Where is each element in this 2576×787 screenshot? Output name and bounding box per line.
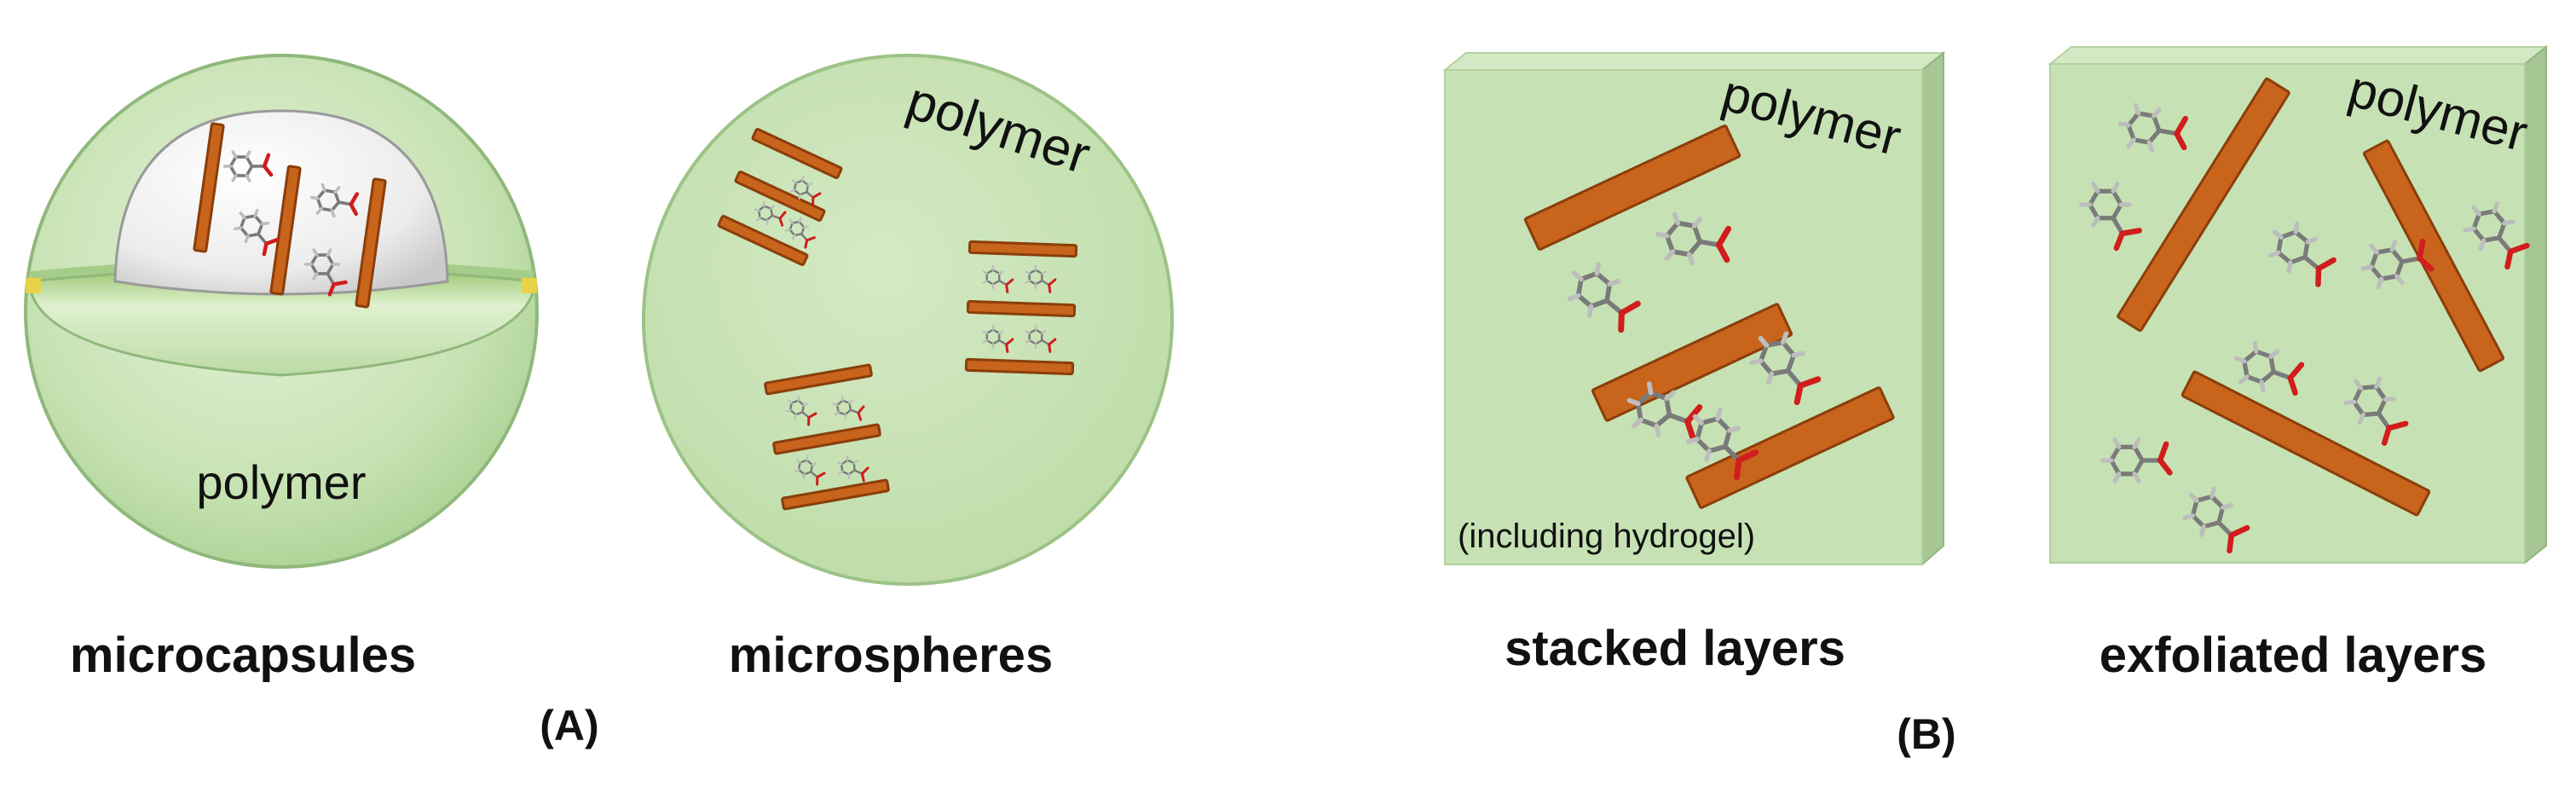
clay-layer	[734, 171, 826, 222]
drug-molecule	[2463, 200, 2530, 270]
drug-molecule	[233, 208, 280, 257]
drug-molecule	[303, 248, 348, 297]
clay-layer	[1591, 303, 1793, 422]
rim-highlight-right	[522, 278, 537, 293]
core-clay-sheets	[193, 122, 387, 309]
core-molecules	[222, 150, 360, 297]
stacked-block-top	[1442, 52, 1946, 71]
drug-molecule	[1626, 381, 1703, 441]
drug-molecule	[2360, 238, 2434, 290]
drug-molecule	[1685, 407, 1759, 480]
stacked-block-side	[1921, 50, 1944, 567]
sphere-molecules	[754, 175, 1057, 486]
drug-molecule	[982, 264, 1014, 293]
drug-molecule	[784, 217, 816, 249]
drug-molecule	[2267, 221, 2336, 287]
drug-molecule	[1655, 211, 1732, 266]
clay-layer	[751, 128, 843, 179]
clay-layer	[764, 363, 873, 396]
drug-molecule	[2233, 340, 2305, 396]
drug-molecule	[982, 324, 1014, 353]
drug-molecule	[789, 175, 822, 206]
microcapsules-caption: microcapsules	[70, 628, 416, 683]
stacked-block: polymer (including hydrogel)	[1442, 50, 1946, 567]
clay-layer	[1523, 124, 1741, 251]
clay-layer	[2117, 77, 2290, 333]
drug-molecule	[309, 182, 360, 218]
clay-layer	[964, 357, 1075, 376]
microsphere-illustration: polymer	[642, 54, 1174, 586]
drug-molecule	[2079, 181, 2142, 252]
drug-molecule	[794, 454, 826, 486]
exfoliated-block: polymer	[2048, 44, 2549, 565]
stacked-molecules	[1567, 211, 1822, 480]
microcapsule-polymer-label: polymer	[196, 455, 366, 509]
drug-molecule	[836, 454, 869, 483]
drug-molecule	[2182, 486, 2250, 554]
drug-molecule	[1025, 324, 1057, 353]
exfoliated-block-top	[2048, 46, 2549, 65]
drug-molecule	[2117, 102, 2189, 153]
clay-layer	[717, 215, 809, 266]
clay-layer	[781, 478, 890, 511]
panel-b-label: (B)	[1897, 710, 1955, 758]
clay-layer	[2180, 370, 2431, 517]
stacked-layers-caption: stacked layers	[1505, 621, 1845, 676]
rim-highlight-left	[26, 278, 41, 293]
sphere-clay-stacks	[717, 128, 1078, 511]
microspheres-caption: microspheres	[729, 628, 1053, 683]
panel-a-label: (A)	[540, 702, 598, 749]
clay-layer	[355, 177, 387, 309]
clay-layer	[193, 122, 225, 253]
clay-layer	[966, 299, 1077, 318]
exfoliated-molecules	[2079, 102, 2530, 554]
drug-molecule	[1025, 264, 1057, 293]
clay-layer	[772, 423, 881, 455]
exfoliated-layers-caption: exfoliated layers	[2099, 628, 2487, 683]
microcapsule-illustration: polymer	[24, 54, 539, 569]
drug-molecule	[2343, 376, 2409, 446]
stacked-note: (including hydrogel)	[1458, 518, 1755, 555]
drug-molecule	[1567, 262, 1641, 333]
clay-layer	[269, 165, 302, 296]
drug-molecule	[222, 150, 274, 182]
drug-molecule	[785, 395, 817, 426]
drug-molecule	[2100, 437, 2173, 484]
clay-layer	[967, 240, 1078, 258]
drug-molecule	[1749, 331, 1822, 406]
drug-molecule	[832, 395, 865, 421]
drug-molecule	[754, 200, 787, 227]
